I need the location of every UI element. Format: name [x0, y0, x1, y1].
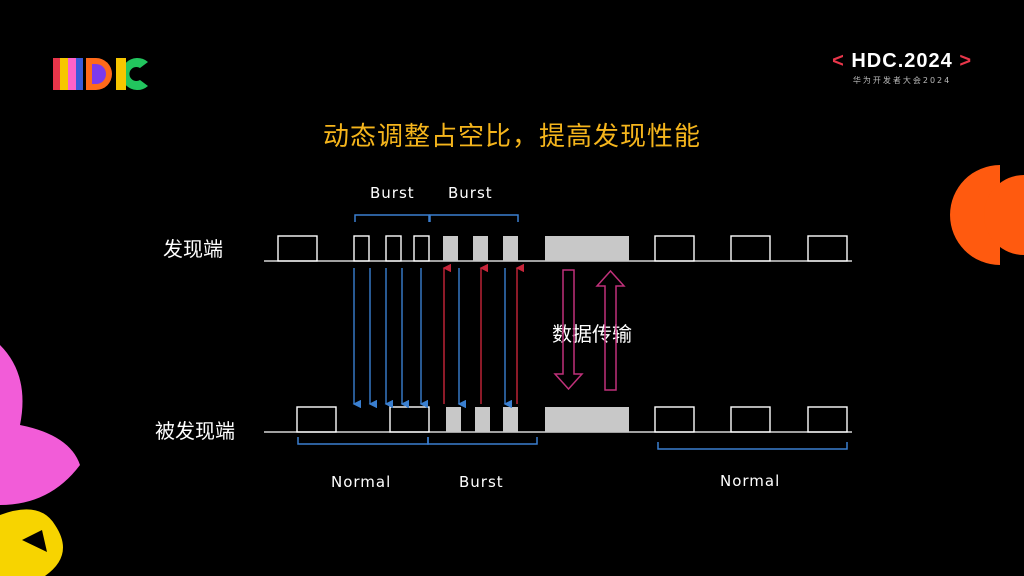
bottom-brace-label-normal-1: Normal [331, 473, 392, 491]
transfer-label: 数据传输 [552, 322, 632, 346]
filled-pulse [503, 236, 518, 261]
brace-bottom-normal-2 [657, 442, 848, 450]
pulse [277, 235, 318, 262]
bottom-braces [297, 437, 848, 450]
bottom-brace-label-burst: Burst [459, 473, 504, 491]
pulse [730, 235, 771, 262]
pulse [353, 235, 370, 262]
transfer-up-arrow [595, 269, 626, 391]
slide-title: 动态调整占空比，提高发现性能 [322, 122, 701, 152]
decor-orange-shape [950, 165, 1000, 265]
pulse [296, 406, 337, 433]
badge-close-bracket: > [959, 50, 972, 72]
discoverer-pulses [277, 235, 848, 262]
top-braces [354, 214, 519, 222]
row-label-discoverer: 发现端 [163, 237, 223, 261]
badge-open-bracket: < [832, 50, 845, 72]
pulse [654, 406, 695, 433]
data-transfer-block [545, 236, 629, 261]
brace-top-1 [354, 214, 430, 222]
row-label-discovered: 被发现端 [155, 419, 235, 443]
top-brace-label-2: Burst [448, 184, 493, 202]
filled-pulse [475, 407, 490, 432]
brace-bottom-normal-1 [297, 437, 429, 445]
pulse [389, 406, 430, 433]
red-arrows [442, 263, 524, 404]
badge-text: HDC.2024 [851, 50, 953, 72]
decor-pink-shape [0, 345, 80, 505]
data-transfer-block [545, 407, 629, 432]
transfer-down-arrow [553, 269, 584, 391]
decor-orange-shape-2 [984, 175, 1024, 255]
hdc-badge: < HDC.2024 > 华为开发者大会2024 [832, 50, 972, 86]
pulse [654, 235, 695, 262]
pulse [807, 235, 848, 262]
bottom-brace-label-normal-2: Normal [720, 472, 781, 490]
discovered-filled-pulses [446, 407, 629, 432]
filled-pulse [473, 236, 488, 261]
brace-top-2 [429, 214, 519, 222]
brace-bottom-burst [427, 437, 538, 445]
filled-pulse [443, 236, 458, 261]
pulse [385, 235, 402, 262]
discovered-pulses [296, 406, 848, 433]
pulse [413, 235, 430, 262]
top-brace-label-1: Burst [370, 184, 415, 202]
hdc-logo [53, 58, 148, 90]
discoverer-filled-pulses [443, 236, 629, 261]
filled-pulse [503, 407, 518, 432]
filled-pulse [446, 407, 461, 432]
badge-subtitle: 华为开发者大会2024 [852, 76, 952, 85]
pulse [807, 406, 848, 433]
pulse [730, 406, 771, 433]
blue-arrows [352, 268, 512, 409]
